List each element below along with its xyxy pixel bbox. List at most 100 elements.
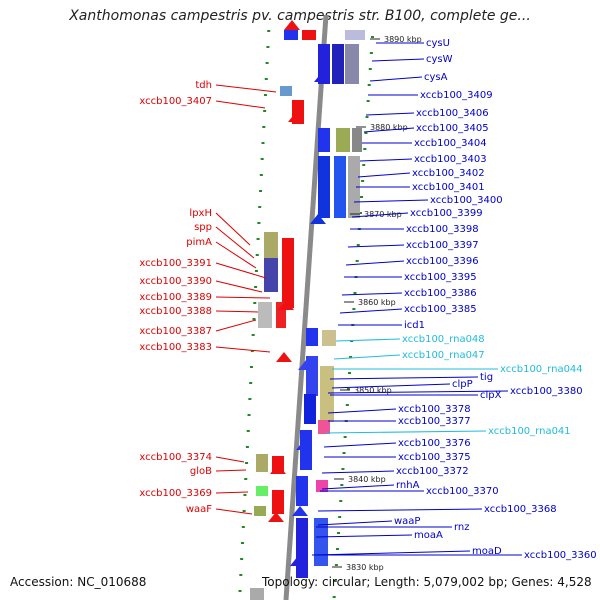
gc-tick	[335, 548, 339, 550]
gene-block	[318, 128, 330, 152]
gene-block	[320, 366, 334, 422]
gc-tick	[245, 462, 249, 464]
gc-skew-track	[238, 30, 374, 598]
gene-label-right: xccb100_3400	[430, 195, 503, 206]
gene-block	[316, 480, 328, 492]
gc-tick	[337, 532, 341, 534]
gene-block	[334, 156, 346, 218]
right-callout-line	[327, 390, 509, 394]
gc-tick	[253, 302, 257, 304]
gene-label-left: xccb100_3374	[139, 452, 212, 463]
gc-tick	[259, 190, 263, 192]
gene-label-right: xccb100_3402	[412, 168, 485, 179]
gene-label-right: xccb100_3395	[404, 272, 477, 283]
gene-label-right: xccb100_3360	[524, 550, 597, 561]
gc-tick	[250, 350, 254, 352]
gene-block	[250, 588, 264, 600]
gene-label-right: xccb100_3376	[398, 438, 471, 449]
gc-tick	[341, 468, 345, 470]
gene-block	[306, 356, 318, 396]
gene-label-right: waaP	[394, 516, 420, 527]
right-callout-line	[335, 338, 401, 342]
left-callout-line	[215, 346, 271, 353]
right-callouts: cysUcysWcysAxccb100_3409xccb100_3406xccb…	[312, 38, 597, 561]
gene-label-right: moaD	[472, 546, 502, 557]
gene-label-left: xccb100_3369	[139, 488, 212, 499]
gc-tick	[263, 110, 267, 112]
gene-label-right: xccb100_3403	[414, 154, 487, 165]
left-callout-line	[215, 296, 271, 299]
gene-label-right: moaA	[414, 530, 443, 541]
gc-tick	[264, 78, 268, 80]
gc-tick	[332, 596, 336, 598]
gc-tick	[238, 590, 242, 592]
gc-tick	[366, 100, 370, 102]
right-callout-line	[323, 442, 397, 448]
gene-label-right: clpP	[452, 379, 473, 390]
gene-arrow	[292, 506, 308, 516]
right-callout-line	[363, 127, 415, 133]
gc-tick	[369, 52, 373, 54]
gc-tick	[267, 30, 271, 32]
gc-tick	[242, 510, 246, 512]
right-callout-line	[333, 354, 401, 360]
accession-text: Accession: NC_010688	[10, 575, 147, 589]
gene-label-left: xccb100_3391	[139, 258, 212, 269]
gc-tick	[257, 222, 261, 224]
gene-block	[256, 486, 268, 496]
right-callout-line	[329, 376, 479, 380]
right-callout-line	[331, 383, 451, 389]
gene-arrow	[310, 214, 326, 224]
gene-label-right: cysU	[426, 38, 450, 49]
left-callout-line	[215, 456, 245, 463]
gene-features	[250, 20, 365, 600]
gene-label-right: xccb100_3385	[404, 304, 477, 315]
gene-label-right: xccb100_3398	[406, 224, 479, 235]
gc-tick	[338, 516, 342, 518]
gene-label-right: xccb100_3377	[398, 416, 471, 427]
gc-tick	[355, 260, 359, 262]
kbp-marker-label: 3860 kbp	[358, 298, 396, 307]
left-callout-line	[215, 84, 277, 93]
right-callout-line	[365, 112, 415, 116]
gc-tick	[340, 484, 344, 486]
gene-label-left: xccb100_3407	[139, 96, 212, 107]
left-callouts: tdhxccb100_3407lpxHspppimAxccb100_3391xc…	[139, 80, 277, 515]
gc-tick	[260, 158, 264, 160]
kbp-marker-label: 3880 kbp	[370, 123, 408, 132]
gc-tick	[255, 254, 259, 256]
gc-tick	[266, 46, 270, 48]
gc-tick	[261, 142, 265, 144]
gene-arrow	[278, 300, 294, 310]
gene-label-right: xccb100_3405	[416, 123, 489, 134]
gene-label-right: icd1	[404, 320, 425, 331]
gene-block	[318, 156, 330, 218]
gc-tick	[259, 174, 263, 176]
gene-block	[336, 128, 350, 152]
gc-tick	[364, 132, 368, 134]
gene-block	[264, 232, 278, 258]
left-callout-line	[215, 319, 257, 332]
left-callout-line	[215, 310, 259, 313]
gc-tick	[361, 180, 365, 182]
right-callout-line	[371, 58, 425, 62]
right-callout-line	[345, 260, 405, 266]
gc-tick	[360, 196, 364, 198]
right-callout-line	[327, 408, 397, 414]
gene-label-right: rnz	[454, 522, 470, 533]
gene-label-right: xccb100_rna048	[402, 334, 485, 345]
gene-label-left: xccb100_3389	[139, 292, 212, 303]
gene-block	[254, 506, 266, 516]
gene-block	[314, 518, 328, 566]
gc-tick	[240, 558, 244, 560]
gc-tick	[343, 436, 347, 438]
left-callout-line	[215, 226, 255, 259]
gc-tick	[368, 68, 372, 70]
right-callout-line	[315, 534, 413, 538]
gc-tick	[365, 116, 369, 118]
left-callout-line	[215, 212, 251, 246]
left-callout-line	[215, 241, 257, 269]
gene-block	[256, 454, 268, 472]
gene-label-right: xccb100_3401	[412, 182, 485, 193]
